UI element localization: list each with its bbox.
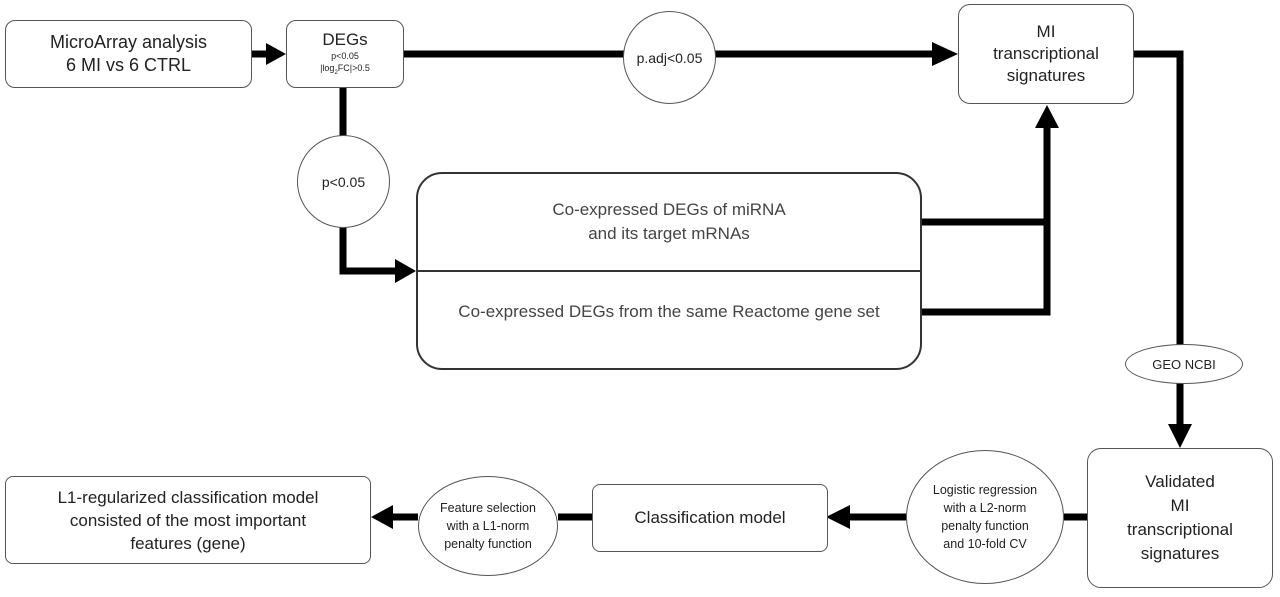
classification-model-label: Classification model — [634, 508, 786, 527]
logistic-line2: with a L2-norm — [943, 501, 1027, 515]
coexpressed-reactome-label: Co-expressed DEGs from the same Reactome… — [458, 302, 880, 321]
coexpressed-mirna-line2: and its target mRNAs — [588, 224, 750, 243]
degs-fc-suffix: FC|>0.5 — [337, 62, 370, 73]
arrowhead-degs — [266, 43, 286, 65]
arrow-reactome-to-mi — [922, 222, 1051, 316]
coexpressed-reactome-section: Co-expressed DEGs from the same Reactome… — [418, 272, 920, 352]
degs-fc-subscript: 2 — [334, 69, 338, 76]
logistic-line1: Logistic regression — [932, 483, 1038, 497]
feature-selection-line3: penalty function — [444, 537, 532, 551]
l1-model-line1: L1-regularized classification model — [57, 487, 319, 507]
arrowhead-coexpressed — [395, 259, 416, 283]
coexpressed-box: Co-expressed DEGs of miRNA and its targe… — [416, 172, 922, 370]
coexpressed-mirna-section: Co-expressed DEGs of miRNA and its targe… — [418, 174, 920, 272]
degs-criterion-p: p<0.05 — [331, 50, 359, 61]
mi-signatures-line1: MI — [1036, 22, 1056, 41]
validated-line2: MI — [1170, 496, 1190, 515]
coexpressed-mirna-line1: Co-expressed DEGs of miRNA — [552, 200, 786, 219]
mi-signatures-line2: transcriptional — [993, 44, 1099, 63]
microarray-line1: MicroArray analysis — [49, 32, 208, 52]
geo-ncbi-label: GEO NCBI — [1152, 356, 1216, 372]
l1-model-line2: consisted of the most important — [69, 510, 307, 530]
logistic-regression-ellipse: Logistic regression with a L2-norm penal… — [906, 450, 1064, 584]
p05-label: p<0.05 — [321, 173, 366, 190]
arrowhead-classification — [826, 505, 850, 529]
mi-signatures-box: MI transcriptional signatures — [958, 4, 1134, 104]
arrow-mirna-to-mi — [922, 128, 1051, 226]
classification-model-box: Classification model — [592, 484, 828, 552]
feature-selection-line2: with a L1-norm — [446, 519, 530, 533]
degs-box: DEGs p<0.05 |log2FC|>0.5 — [286, 20, 404, 88]
degs-criterion-fc: |log2FC|>0.5 — [320, 62, 370, 79]
microarray-analysis-box: MicroArray analysis 6 MI vs 6 CTRL — [5, 20, 252, 88]
logistic-line4: and 10-fold CV — [943, 537, 1027, 551]
microarray-line2: 6 MI vs 6 CTRL — [65, 55, 192, 75]
arrowhead-feature — [371, 505, 393, 529]
arrowhead-mi-bottom — [1035, 105, 1059, 128]
mi-signatures-line3: signatures — [1006, 66, 1086, 85]
feature-selection-line1: Feature selection — [440, 501, 536, 515]
arrowhead-mi — [932, 42, 958, 66]
arrow-mi-to-validated — [1134, 50, 1184, 426]
validated-line1: Validated — [1145, 472, 1215, 491]
l1-model-line3: features (gene) — [130, 533, 246, 553]
feature-selection-ellipse: Feature selection with a L1-norm penalty… — [418, 476, 558, 576]
arrowhead-validated — [1168, 424, 1192, 448]
degs-title: DEGs — [322, 29, 368, 49]
p05-circle: p<0.05 — [297, 135, 390, 228]
geo-ncbi-ellipse: GEO NCBI — [1125, 344, 1243, 384]
p-adj-circle: p.adj<0.05 — [623, 11, 716, 104]
validated-line4: signatures — [1140, 544, 1220, 563]
p-adj-label: p.adj<0.05 — [636, 49, 703, 66]
l1-model-box: L1-regularized classification model cons… — [5, 476, 371, 564]
validated-signatures-box: Validated MI transcriptional signatures — [1087, 448, 1273, 588]
logistic-line3: penalty function — [941, 519, 1029, 533]
degs-fc-prefix: |log — [320, 62, 335, 73]
validated-line3: transcriptional — [1127, 520, 1233, 539]
